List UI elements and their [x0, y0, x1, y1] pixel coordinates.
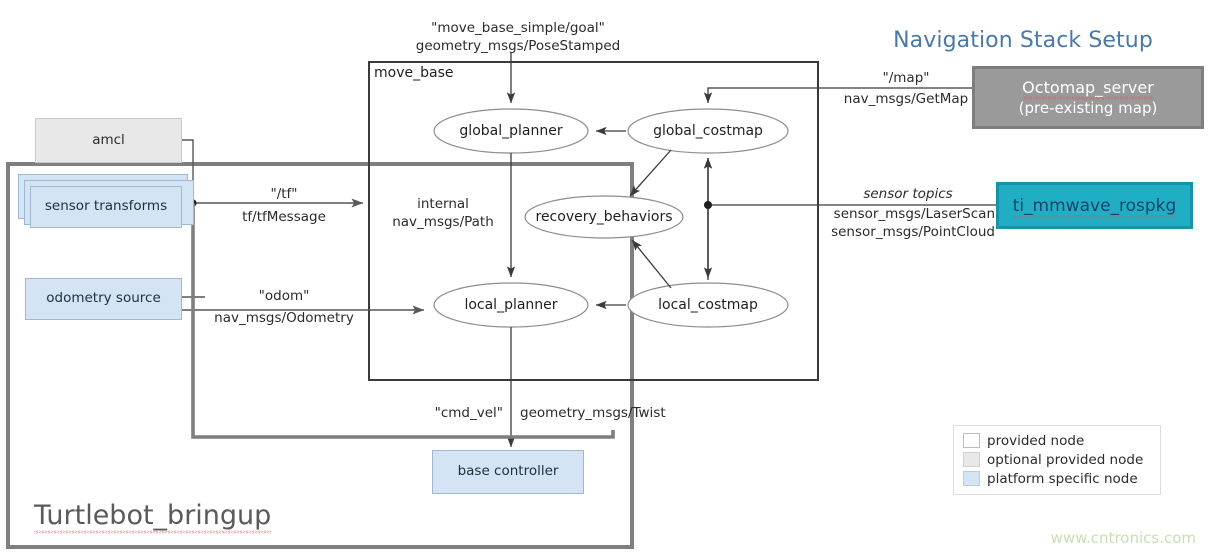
- edge-internal-topic: internal: [417, 196, 469, 212]
- edge-odom-type: nav_msgs/Odometry: [214, 310, 354, 326]
- edge-goal-type: geometry_msgs/PoseStamped: [415, 38, 621, 54]
- edge-tf-topic: "/tf": [270, 186, 298, 202]
- legend: provided node optional provided node pla…: [953, 425, 1161, 495]
- legend-swatch-provided: [963, 433, 980, 448]
- node-local-planner-label: local_planner: [464, 297, 558, 313]
- sensor-junction-dot: [704, 201, 712, 209]
- edge-localcostmap-recovery: [631, 239, 672, 289]
- turtlebot-bringup-label: Turtlebot_bringup: [34, 500, 272, 534]
- node-amcl-label: amcl: [92, 131, 125, 148]
- node-local-costmap-label: local_costmap: [658, 297, 758, 313]
- node-ti-mmwave-rospkg[interactable]: ti_mmwave_rospkg: [996, 182, 1193, 229]
- turtlebot-bringup-text: Turtlebot_bringup: [34, 500, 272, 534]
- node-sensor-transforms-label: sensor transforms: [44, 198, 168, 215]
- edge-map-type: nav_msgs/GetMap: [843, 91, 969, 107]
- edge-odom-topic: "odom": [258, 288, 310, 304]
- legend-swatch-platform: [963, 471, 980, 486]
- node-odometry-source-label: odometry source: [46, 290, 161, 307]
- node-recovery-behaviors-label: recovery_behaviors: [535, 209, 673, 225]
- legend-label-platform: platform specific node: [987, 470, 1138, 487]
- edge-sensor-topic: sensor topics: [863, 186, 953, 202]
- node-global-costmap-label: global_costmap: [653, 123, 763, 139]
- octomap-server-title-row: Octomap_server: [1022, 78, 1154, 100]
- node-global-planner-label: global_planner: [459, 123, 563, 139]
- legend-item-platform: platform specific node: [963, 469, 1151, 488]
- legend-label-provided: provided node: [987, 432, 1085, 449]
- octomap-server-name: Octomap_server: [1022, 78, 1154, 100]
- legend-item-provided: provided node: [963, 431, 1151, 450]
- edge-sensor-type1: sensor_msgs/LaserScan: [833, 206, 995, 222]
- ti-mmwave-title-row: ti_mmwave_rospkg: [1012, 195, 1177, 219]
- node-octomap-server[interactable]: Octomap_server (pre-existing map): [972, 66, 1204, 129]
- node-base-controller-label: base controller: [457, 463, 559, 480]
- legend-item-optional: optional provided node: [963, 450, 1151, 469]
- octomap-server-subtitle: (pre-existing map): [1018, 99, 1158, 117]
- watermark: www.cntronics.com: [1050, 529, 1196, 547]
- node-amcl[interactable]: amcl: [35, 118, 182, 163]
- ti-mmwave-rospkg-name: ti_mmwave_rospkg: [1012, 195, 1177, 219]
- edge-sensor-type2: sensor_msgs/PointCloud: [831, 224, 995, 240]
- edge-cmd-vel-topic: "cmd_vel": [434, 405, 503, 421]
- edge-cmd-vel-type: geometry_msgs/Twist: [520, 405, 666, 421]
- node-base-controller[interactable]: base controller: [432, 450, 584, 494]
- node-odometry-source[interactable]: odometry source: [25, 278, 182, 320]
- edge-map-topic: "/map": [882, 70, 930, 86]
- edge-globalcostmap-recovery: [629, 149, 672, 197]
- edge-tf-type: tf/tfMessage: [242, 209, 326, 225]
- move-base-label: move_base: [374, 65, 454, 81]
- node-sensor-transforms[interactable]: sensor transforms: [30, 186, 182, 228]
- edge-goal-topic: "move_base_simple/goal": [431, 20, 605, 36]
- edge-internal-type: nav_msgs/Path: [392, 214, 494, 230]
- legend-label-optional: optional provided node: [987, 451, 1144, 468]
- legend-swatch-optional: [963, 452, 980, 467]
- page-title: Navigation Stack Setup: [893, 28, 1153, 53]
